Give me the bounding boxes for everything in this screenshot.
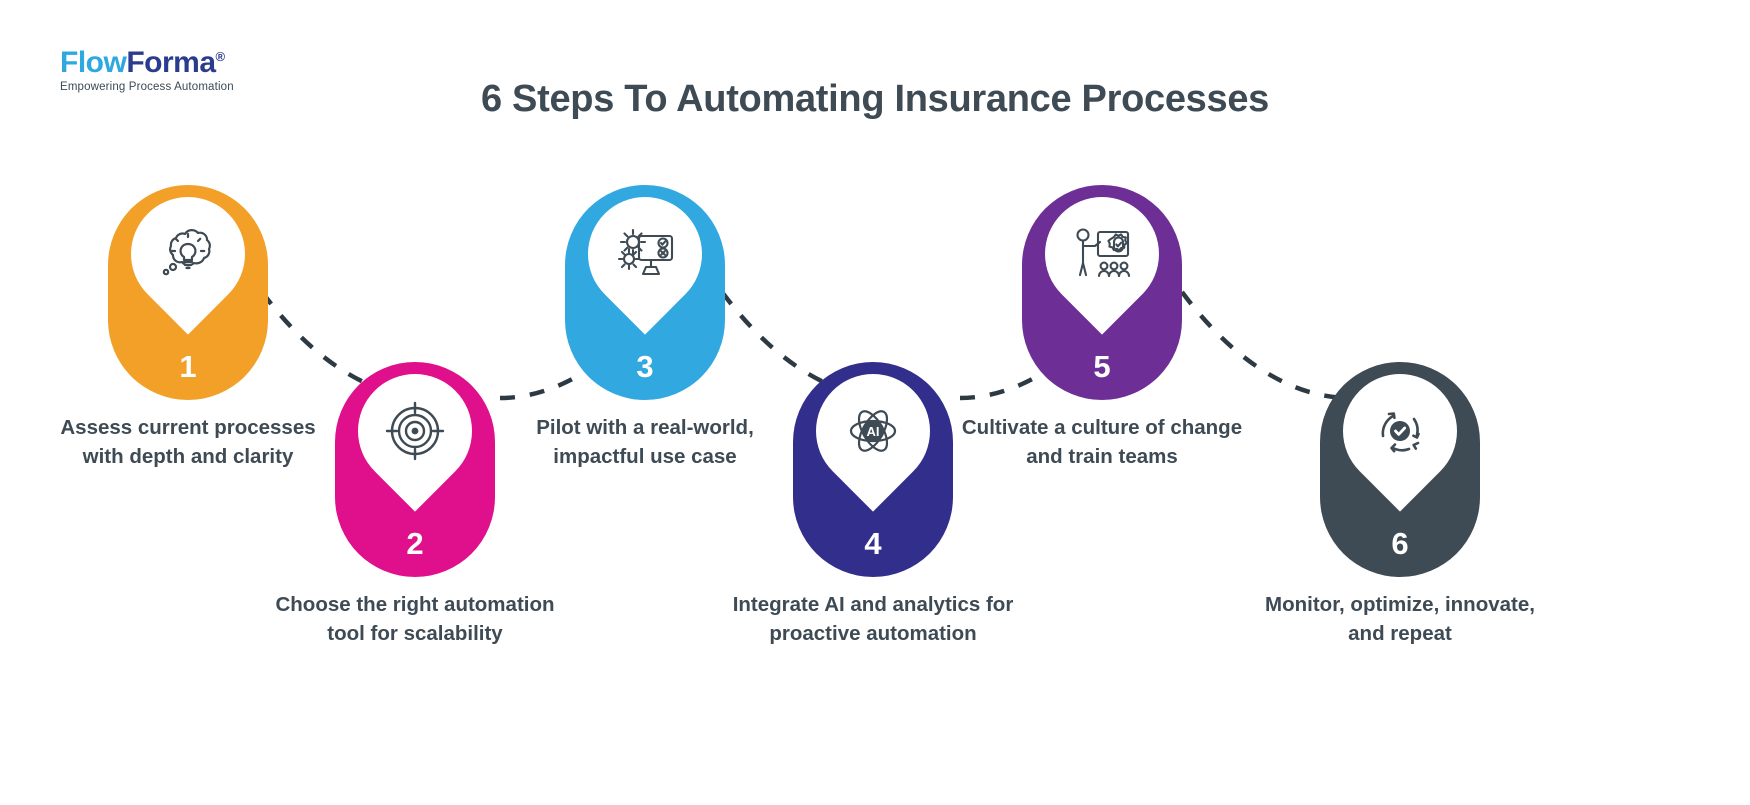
step-6-pin: 6 <box>1319 350 1481 577</box>
training-presentation-icon <box>1057 209 1147 299</box>
logo-registered-mark: ® <box>215 49 226 64</box>
step-3-pin-head <box>564 173 726 345</box>
step-1-pin-head <box>107 173 269 345</box>
thought-bubble-lightbulb-icon <box>143 209 233 299</box>
step-3-number: 3 <box>636 349 654 384</box>
step-1-caption: Assess current processes with depth and … <box>60 416 316 469</box>
step-6-caption: Monitor, optimize, innovate, and repeat <box>1265 593 1535 646</box>
step-2-pin-head <box>334 350 496 522</box>
flowforma-logo: FlowForma® Empowering Process Automation <box>60 48 234 94</box>
step-6[interactable]: 6 Monitor, optimize, innovate, and repea… <box>1265 350 1535 645</box>
step-4-number: 4 <box>864 526 882 561</box>
step-5-caption: Cultivate a culture of change and train … <box>961 416 1243 469</box>
step-4-caption: Integrate AI and analytics for proactive… <box>732 593 1014 646</box>
step-3-pin: 3 <box>564 173 726 400</box>
step-4-pin: AI 4 <box>792 350 954 577</box>
step-5-number: 5 <box>1093 349 1111 384</box>
step-1-pin: 1 <box>107 173 269 400</box>
step-2-pin: 2 <box>334 350 496 577</box>
step-4[interactable]: AI 4 Integrate AI and analytics for proa… <box>733 350 1013 645</box>
step-6-pin-head <box>1319 350 1481 522</box>
step-1[interactable]: 1 Assess current processes with depth an… <box>60 173 316 468</box>
svg-text:AI: AI <box>867 424 880 439</box>
step-6-number: 6 <box>1391 526 1409 561</box>
step-2[interactable]: 2 Choose the right automation tool for s… <box>275 350 555 645</box>
step-2-caption: Choose the right automation tool for sca… <box>275 593 555 646</box>
target-crosshair-icon <box>370 386 460 476</box>
step-3-caption: Pilot with a real-world, impactful use c… <box>536 416 754 469</box>
step-5-pin: 5 <box>1021 173 1183 400</box>
refresh-check-cycle-icon <box>1355 386 1445 476</box>
step-3[interactable]: 3 Pilot with a real-world, impactful use… <box>536 173 754 468</box>
step-5-pin-head <box>1021 173 1183 345</box>
step-5[interactable]: 5 Cultivate a culture of change and trai… <box>962 173 1242 468</box>
gears-monitor-icon <box>600 209 690 299</box>
ai-atom-icon: AI <box>828 386 918 476</box>
step-4-pin-head: AI <box>792 350 954 522</box>
step-1-number: 1 <box>179 349 197 384</box>
logo-wordmark: FlowForma® <box>60 48 234 78</box>
page-title: 6 Steps To Automating Insurance Processe… <box>480 78 1270 120</box>
logo-flow-text: Flow <box>60 46 127 79</box>
logo-forma-text: Forma <box>126 46 216 79</box>
logo-tagline: Empowering Process Automation <box>60 81 234 93</box>
step-2-number: 2 <box>406 526 424 561</box>
